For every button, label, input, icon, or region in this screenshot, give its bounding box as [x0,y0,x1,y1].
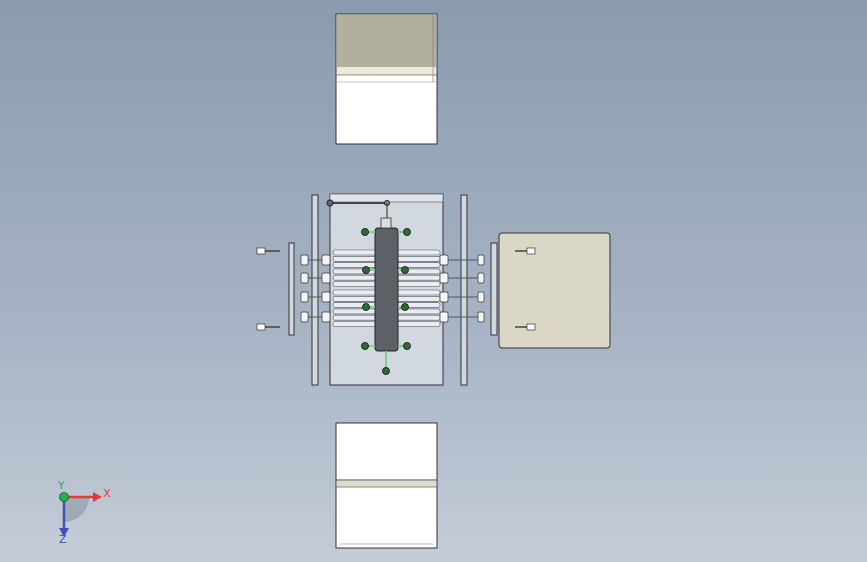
side-fittings [300,254,485,323]
fitting [477,311,485,323]
green-fitting [403,228,411,236]
bottom-panel[interactable] [335,422,438,549]
coordinate-triad[interactable]: X Y Z [57,479,111,546]
fitting [321,311,331,323]
right-end-plate[interactable] [460,194,468,386]
x-axis-label: X [103,487,111,500]
fitting [300,272,309,284]
green-fitting [401,266,409,274]
z-axis-label: Z [59,533,67,546]
left-gasket-plate[interactable] [288,242,295,336]
fitting [300,254,309,266]
fitting [477,291,485,303]
y-axis-label: Y [57,479,65,492]
fitting [300,311,309,323]
central-column[interactable] [374,217,399,375]
fitting [439,291,449,303]
fitting [300,291,309,303]
fitting [321,254,331,266]
right-gasket-plate[interactable] [490,242,498,336]
y-axis-icon [59,492,69,502]
fitting [477,254,485,266]
green-fitting [401,303,409,311]
green-fitting [362,303,370,311]
right-cover-plate[interactable] [498,232,611,349]
green-fitting [403,342,411,350]
fitting [439,311,449,323]
fitting [439,254,449,266]
green-fitting [361,342,369,350]
fitting [321,272,331,284]
green-fitting [361,228,369,236]
green-fitting [362,266,370,274]
green-fittings [361,228,411,350]
fitting [321,291,331,303]
fitting [477,272,485,284]
left-end-plate[interactable] [311,194,319,386]
top-panel[interactable] [335,13,438,145]
fitting [439,272,449,284]
left-bolts [256,247,280,331]
